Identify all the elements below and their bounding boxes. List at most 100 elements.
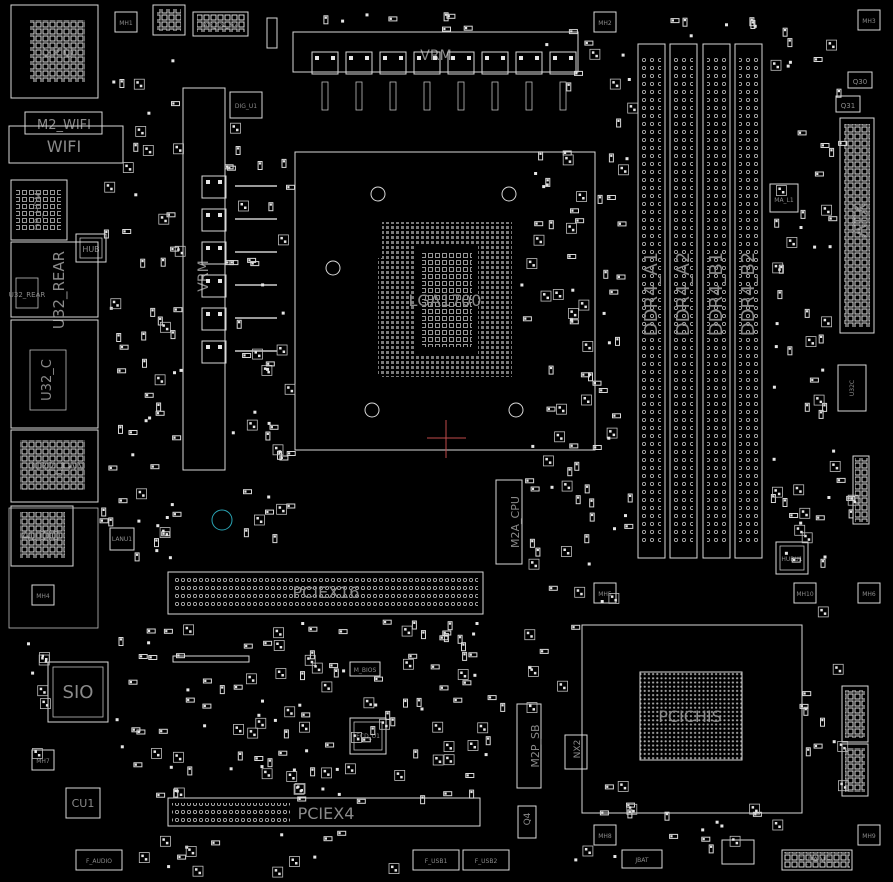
smd-pad	[629, 494, 632, 497]
jbat-header[interactable]: JBAT	[621, 849, 663, 869]
header-top-2[interactable]	[266, 17, 278, 49]
smd-part	[569, 319, 579, 325]
smd-pad	[137, 730, 140, 733]
dimm-slot-b1[interactable]: DDR4_B1	[702, 43, 731, 559]
pciex4-slot[interactable]: PCIEX4	[167, 797, 481, 827]
rear-io-dp-hdmi[interactable]: DP_HDMI	[10, 179, 68, 241]
pch-area[interactable]: PCICHIS	[581, 624, 803, 814]
svg-text:DIG_U1: DIG_U1	[235, 103, 257, 110]
smd-part	[242, 353, 252, 358]
ma-l1-chip[interactable]: MA_L1	[769, 183, 799, 213]
ic-pad	[832, 463, 835, 466]
smd-part	[118, 498, 128, 504]
q31-mosfet[interactable]: Q31	[835, 95, 861, 113]
ic-pad	[781, 191, 785, 194]
rear-io-u32-lan[interactable]: U32_LAN	[10, 429, 99, 503]
sio-chip[interactable]: SIO	[47, 661, 109, 723]
smd-pad	[119, 426, 122, 429]
smd-part	[211, 840, 221, 846]
choke-pad	[218, 213, 222, 217]
header-top-1[interactable]	[152, 4, 186, 36]
smd-pad	[239, 752, 242, 755]
smd-part	[133, 142, 139, 152]
ic-pad	[528, 260, 532, 264]
vrm-side[interactable]: VRM	[182, 87, 226, 471]
smd-part	[588, 372, 593, 382]
ic-pad	[827, 210, 830, 214]
m2p-sb-slot[interactable]: M2P_SB	[516, 703, 542, 789]
ic-part	[837, 741, 849, 752]
q30-mosfet[interactable]: Q30	[847, 71, 873, 89]
m-bios-chip[interactable]: M_BIOS	[349, 661, 381, 677]
smd-pad	[212, 841, 215, 844]
via-pad	[607, 436, 611, 440]
q4-component[interactable]: Q4	[517, 805, 537, 839]
header-right-io-3[interactable]	[852, 455, 870, 525]
via-pad	[342, 669, 346, 673]
rear-io-usb32[interactable]: U32_REAR U32_REAR	[9, 241, 99, 329]
ic-pad	[777, 492, 781, 496]
ic-pad	[835, 466, 839, 470]
f-audio-header[interactable]: F_AUDIO	[75, 849, 123, 871]
mounting-hole-5: MH5	[593, 582, 617, 604]
dimm-slot-a2[interactable]: DDR4_A2	[669, 43, 698, 559]
header-right-io[interactable]	[841, 685, 869, 743]
cpu-socket-lga1700[interactable]: LGA1700	[294, 151, 596, 458]
u32c-header[interactable]: U32C	[837, 364, 867, 412]
dig-u1-chip[interactable]: DIG_U1	[229, 91, 263, 119]
ic-pad	[291, 858, 294, 861]
hub-chip[interactable]: HUB	[75, 233, 107, 263]
smd-pad	[600, 389, 603, 392]
f-usb1-header[interactable]: F_USB1	[412, 849, 460, 871]
smd-pad	[546, 179, 549, 182]
smd-part	[500, 702, 506, 712]
dimm-slot-b2[interactable]: DDR4_B2	[734, 43, 763, 559]
smd-pad	[618, 222, 621, 225]
ic-pad	[434, 724, 438, 727]
rear-io-u32c[interactable]: U32_C	[10, 319, 99, 429]
f-panel-header[interactable]: F_PANEL	[781, 849, 853, 871]
ic-pad	[584, 343, 588, 346]
ic-pad	[310, 660, 314, 664]
sb-connector-box[interactable]	[721, 839, 755, 865]
atx-power-connector[interactable]: ATX	[839, 117, 875, 334]
dimm-slot-a1[interactable]: DDR4_A1	[637, 43, 666, 559]
m2a-cpu-slot[interactable]: M2A_CPU	[495, 479, 523, 565]
rear-io-gpio[interactable]: GPIO	[10, 4, 99, 99]
choke-pad	[206, 246, 210, 250]
ic-pad	[533, 671, 537, 675]
ic-pad	[278, 506, 282, 509]
smd-part	[789, 513, 799, 518]
f-usb2-header[interactable]: F_USB2	[462, 849, 510, 871]
ic-pad	[189, 630, 192, 633]
ic-pad	[160, 380, 164, 383]
smd-part	[836, 477, 846, 483]
smd-pad	[817, 516, 820, 519]
smd-pad	[384, 621, 387, 624]
smd-pad	[432, 665, 435, 668]
lan-u1-chip[interactable]: LANU1	[109, 527, 135, 551]
smd-part	[154, 538, 159, 548]
smd-pad	[157, 403, 160, 406]
rear-io-audio[interactable]: AUDIO	[8, 505, 99, 629]
header-right-io-2[interactable]	[841, 743, 869, 797]
smd-part	[584, 484, 590, 494]
atx-12v-connector[interactable]: ATX_12V_2X4	[192, 11, 249, 37]
smd-pad	[788, 39, 791, 42]
smd-pad	[448, 622, 452, 625]
nx2-chip[interactable]: NX2	[564, 734, 588, 770]
ic-pad	[449, 760, 453, 763]
wifi-module[interactable]: WIFI	[8, 125, 124, 164]
smd-part	[604, 784, 614, 790]
ic-pad	[623, 786, 627, 790]
ic-pad	[582, 197, 585, 200]
ic-pad	[282, 350, 286, 353]
m2-wifi-connector[interactable]: M2_WIFI	[24, 111, 103, 135]
smd-pad	[572, 626, 575, 629]
smd-pad	[570, 444, 573, 447]
audio-label: AUDIO	[21, 529, 60, 543]
svg-text:Q31: Q31	[841, 102, 855, 110]
smd-pad	[143, 360, 146, 363]
pciex16-slot[interactable]: PCIEX16	[167, 571, 484, 615]
cu1-chip[interactable]: CU1	[65, 787, 101, 819]
